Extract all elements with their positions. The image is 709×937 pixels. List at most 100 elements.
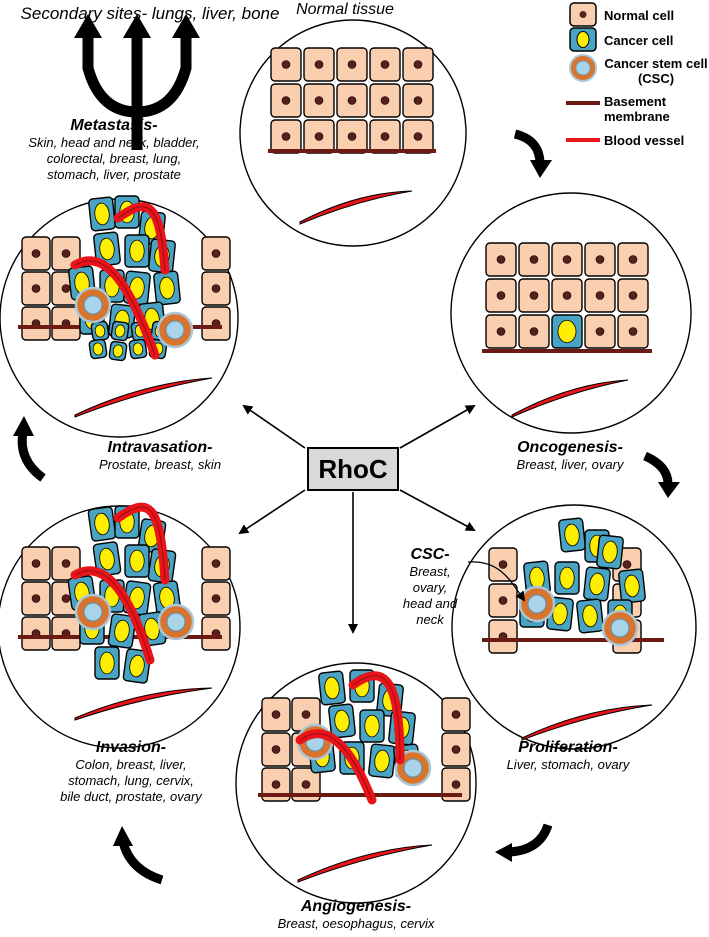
legend-basement-membrane-label: Basement membrane <box>604 94 670 124</box>
meta-cancer-3-nucleus <box>99 237 115 261</box>
onco-cell-r1-c4-nucleus <box>628 291 638 300</box>
angio-cancer-0-nucleus <box>324 676 340 700</box>
inv-cell-r0-c0-nucleus <box>31 559 41 568</box>
meta-cancer-9 <box>153 270 181 306</box>
meta-shed-cancer-1-nucleus <box>114 324 126 338</box>
cycle-arrow-5-head <box>13 416 34 436</box>
meta-cell-r0-c6-nucleus <box>211 249 221 258</box>
legend-csc-label-line2: (CSC) <box>637 71 675 86</box>
prolif-cancer-6 <box>618 568 646 604</box>
onco-cell-r2-c3-nucleus <box>595 327 605 336</box>
normal-tissue-panel <box>239 19 467 247</box>
inv-cancer-11-nucleus <box>114 619 130 643</box>
proliferation-panel <box>451 504 697 750</box>
intravasation-label: Intravasation- Prostate, breast, skin <box>60 438 260 473</box>
metastasis-label: Metastasis- Skin, head and neck, bladder… <box>4 116 224 183</box>
inv-cancer-3-nucleus <box>99 547 115 571</box>
rhoc-center-box: RhoC <box>307 447 399 491</box>
rhoc-label: RhoC <box>318 453 388 484</box>
meta-cancer-4-nucleus <box>129 239 145 263</box>
inv-cancer-4-nucleus <box>129 549 145 573</box>
angiogenesis-heading: Angiogenesis- <box>300 898 412 915</box>
oncogenesis-circle <box>450 192 692 434</box>
angio-cancer-3 <box>328 703 356 739</box>
inv-cancer-13 <box>94 646 120 680</box>
inv-red-strand-2-edge <box>74 570 151 661</box>
onco-cell-r0-c4-nucleus <box>628 255 638 264</box>
prolif-cancer-4-nucleus <box>559 566 575 590</box>
angio-cancer-8-nucleus <box>374 749 390 773</box>
inv-cancer-14 <box>122 648 152 684</box>
prolif-cancer-5 <box>583 566 611 602</box>
metastasis-sites-1: Skin, head and neck, bladder, <box>28 135 200 150</box>
prolif-vessel <box>521 704 653 741</box>
oncogenesis-heading: Oncogenesis- <box>517 439 623 456</box>
oncogenesis-panel <box>450 192 692 434</box>
onco-cell-r0-c3-nucleus <box>595 255 605 264</box>
legend-bm-line2: membrane <box>604 109 670 124</box>
meta-cell-r0-c0-nucleus <box>31 249 41 258</box>
metastasis-fork-arrow-icon <box>74 14 200 150</box>
angio-red-strand-2-edge <box>299 733 373 801</box>
prolif-cancer-2 <box>596 534 624 570</box>
meta-shed-cancer-5-nucleus <box>112 344 124 358</box>
angio-cancer-4-nucleus <box>364 714 380 738</box>
inv-cancer-0 <box>87 506 117 542</box>
csc-heading: CSC- <box>410 546 450 563</box>
normal-cell-r1-c1-nucleus <box>314 96 324 105</box>
inv-cell-r1-c6-nucleus <box>211 594 221 603</box>
rhoc-arrow-2 <box>238 489 306 535</box>
angio-cell-r0-c1-nucleus <box>301 710 311 719</box>
angio-cancer-3-nucleus <box>334 709 350 733</box>
meta-vessel <box>74 377 213 418</box>
csc-sites-1: Breast, <box>409 564 451 579</box>
csc-sites-4: neck <box>416 612 444 627</box>
prolif-cancer-6-nucleus <box>624 574 640 598</box>
cycle-arrow-4 <box>118 840 164 885</box>
meta-red-strand-2-edge <box>74 260 156 356</box>
angio-cell-r2-c1-nucleus <box>301 780 311 789</box>
meta-cancer-0-nucleus <box>94 202 110 226</box>
proliferation-label: Proliferation- Liver, stomach, ovary <box>488 738 648 773</box>
meta-red-strand-1 <box>113 202 170 275</box>
legend-csc-label: Cancer stem cell (CSC) <box>604 56 708 86</box>
rhoc-arrow-3 <box>399 489 476 531</box>
normal-cell-r1-c4-nucleus <box>413 96 423 105</box>
inv-red-strand-1-edge <box>117 506 166 581</box>
meta-shed-cancer-1 <box>110 320 130 342</box>
onco-cancer-cell <box>551 314 583 349</box>
inv-cancer-8-nucleus <box>129 586 145 610</box>
cycle-arrow-3 <box>509 823 553 857</box>
inv-cancer-13-nucleus <box>99 651 115 675</box>
metastasis-heading: Metastasis- <box>70 117 158 134</box>
invasion-label: Invasion- Colon, breast, liver, stomach,… <box>36 738 226 805</box>
prolif-cancer-8-nucleus <box>552 602 568 626</box>
inv-csc-1-nucleus <box>83 602 103 622</box>
cycle-arrows <box>13 129 680 885</box>
meta-shed-cancer-4 <box>88 338 108 360</box>
normal-cell-r0-c2-nucleus <box>347 60 357 69</box>
inv-cell-r1-c1-nucleus <box>61 594 71 603</box>
normal-tissue-label: Normal tissue <box>296 1 394 18</box>
cycle-arrow-1-head <box>530 160 552 178</box>
onco-cancer-cell-nucleus <box>557 319 577 344</box>
rhoc-effect-arrows <box>238 404 476 634</box>
csc-label: CSC- Breast, ovary, head and neck <box>388 545 472 628</box>
inv-cancer-0-nucleus <box>94 512 110 536</box>
normal-cell-r2-c3-nucleus <box>380 132 390 141</box>
inv-cancer-14-nucleus <box>129 654 145 678</box>
meta-cell-r1-c0-nucleus <box>31 284 41 293</box>
meta-cancer-4 <box>124 234 150 268</box>
onco-cell-r1-c0-nucleus <box>496 291 506 300</box>
prolif-cell-r0-c0-nucleus <box>498 560 508 569</box>
meta-red-strand-1-edge <box>117 206 166 271</box>
normal-cell-r2-c4-nucleus <box>413 132 423 141</box>
inv-cell-r0-c6-nucleus <box>211 559 221 568</box>
angio-red-strand-1-edge <box>352 675 401 761</box>
legend-cancer-nucleus <box>576 31 590 48</box>
angio-csc-2-nucleus <box>403 758 423 778</box>
meta-cell-r1-c1-nucleus <box>61 284 71 293</box>
normal-cell-r2-c0-nucleus <box>281 132 291 141</box>
angiogenesis-label: Angiogenesis- Breast, oesophagus, cervix <box>236 897 476 932</box>
normal-cell-r1-c2-nucleus <box>347 96 357 105</box>
